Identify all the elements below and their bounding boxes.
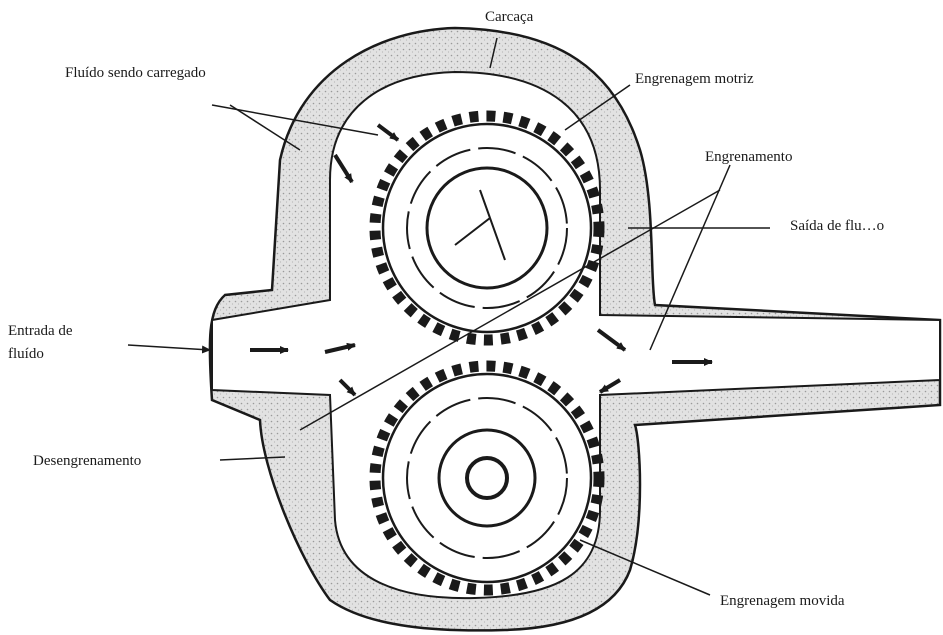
label-entrada-fluido: Entrada de fluído — [8, 320, 108, 366]
label-carcaca: Carcaça — [485, 6, 533, 29]
label-engrenagem-motriz: Engrenagem motriz — [635, 68, 754, 91]
label-desengrenamento: Desengrenamento — [33, 450, 141, 473]
label-fluido-carregado: Fluído sendo carregado — [65, 62, 210, 85]
label-engrenamento: Engrenamento — [705, 146, 792, 169]
label-saida-fluido: Saída de flu…o — [790, 215, 884, 238]
label-engrenagem-movida: Engrenagem movida — [720, 590, 845, 613]
